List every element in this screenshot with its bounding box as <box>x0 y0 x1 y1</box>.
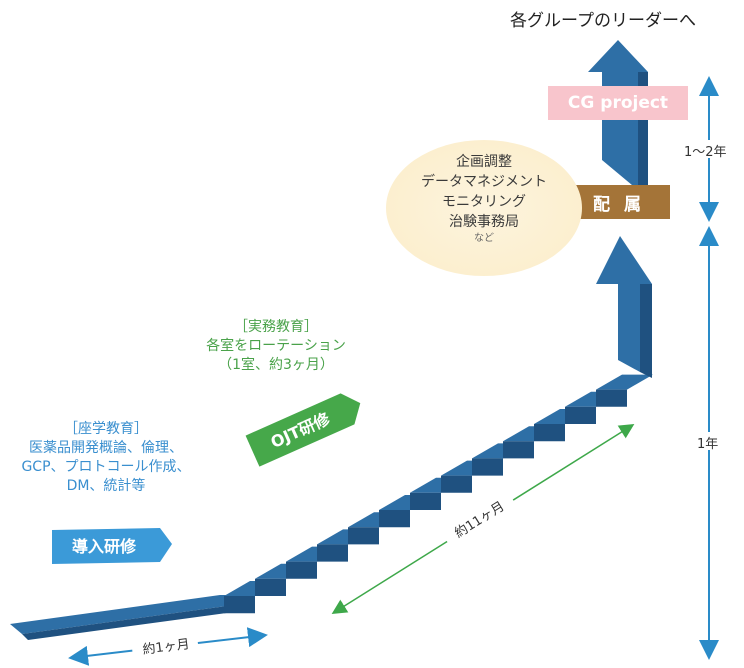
role-item: 治験事務局 <box>449 214 519 230</box>
cg-project-badge: CG project <box>548 86 688 120</box>
ojt-rise-arrow-side <box>640 284 652 378</box>
intro-floor <box>10 595 234 634</box>
year1-label: 1年 <box>697 437 719 452</box>
ojt-stage-arrow <box>245 393 361 467</box>
stair-riser <box>286 561 317 579</box>
ojt-staircase <box>224 374 653 614</box>
assignment-badge: 配属 <box>566 185 670 219</box>
lecture-line: 医薬品開発概論、倫理、 <box>29 440 183 456</box>
stair-riser <box>503 441 534 459</box>
year2-label: 1〜2年 <box>684 145 727 160</box>
intro-stage-label: 導入研修 <box>72 537 137 556</box>
lecture-line: GCP、プロトコール作成、 <box>21 459 191 475</box>
stair-riser <box>379 510 410 528</box>
ojt-rise-arrow <box>596 236 652 372</box>
stair-riser <box>224 596 255 614</box>
lecture-line: DM、統計等 <box>66 478 146 494</box>
roles-list: 企画調整 データマネジメント モニタリング 治験事務局 など <box>386 152 582 246</box>
stair-riser <box>472 458 503 476</box>
stair-riser <box>441 475 472 493</box>
lecture-block: ［座学教育］ 医薬品開発概論、倫理、 GCP、プロトコール作成、 DM、統計等 <box>8 420 204 496</box>
intro-stage-arrow <box>52 528 172 564</box>
stair-riser <box>534 424 565 442</box>
stair-riser <box>348 527 379 545</box>
role-item: データマネジメント <box>421 174 547 190</box>
stair-riser <box>596 389 627 407</box>
stair-step <box>596 374 653 390</box>
lecture-heading: ［座学教育］ <box>64 421 148 437</box>
page-title: 各グループのリーダーへ <box>510 11 696 31</box>
practical-line: 各室をローテーション <box>206 338 346 354</box>
practical-line: （1室、約3ヶ月） <box>218 357 334 373</box>
role-etc: など <box>474 233 494 244</box>
intro-duration-label: 約1ヶ月 <box>142 637 191 658</box>
practical-block: ［実務教育］ 各室をローテーション （1室、約3ヶ月） <box>178 318 374 375</box>
roles-bubble <box>386 140 582 276</box>
stair-riser <box>255 578 286 596</box>
role-item: モニタリング <box>442 194 526 210</box>
stair-riser <box>565 406 596 424</box>
stair-riser <box>410 492 441 510</box>
stair-riser <box>317 544 348 562</box>
practical-heading: ［実務教育］ <box>234 319 318 335</box>
role-item: 企画調整 <box>456 154 512 170</box>
